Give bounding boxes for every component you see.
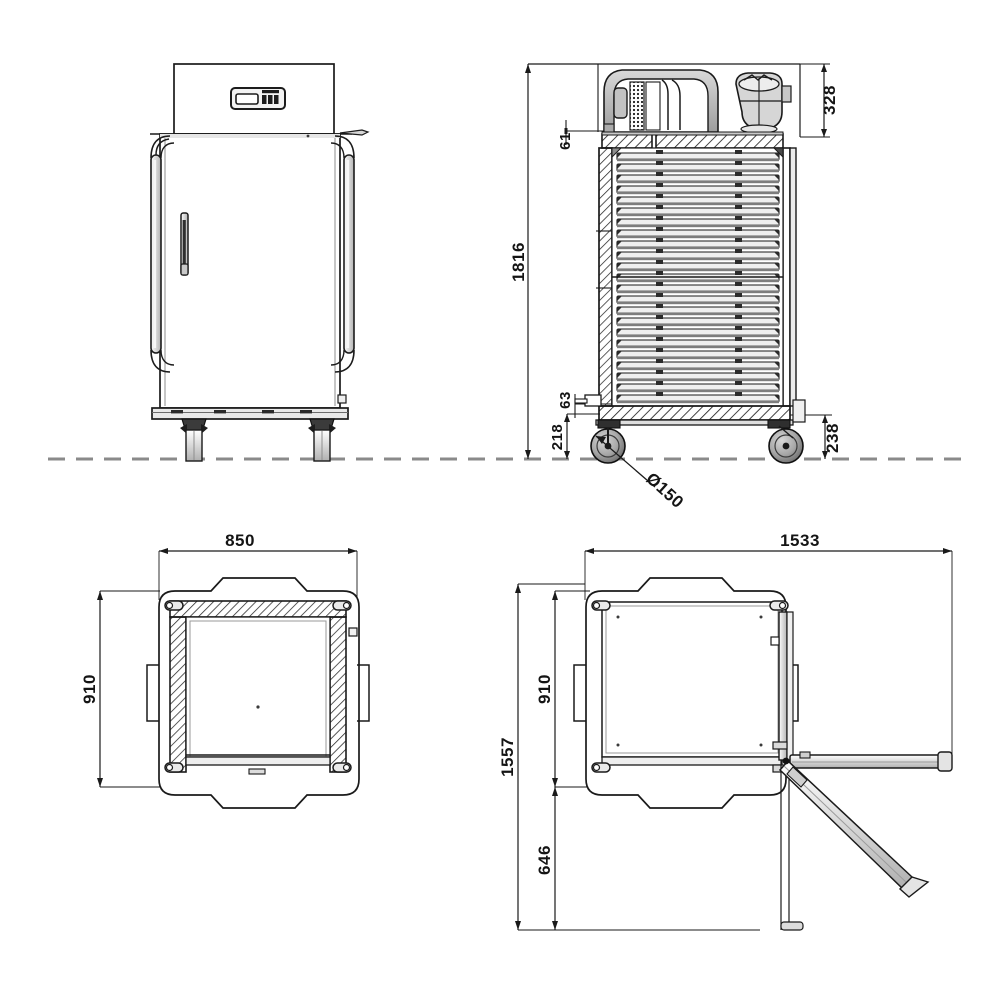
dim-label-646: 646	[535, 845, 554, 875]
door-open-90	[789, 751, 953, 772]
shelf-rail	[616, 293, 780, 305]
shelf-rail	[616, 161, 780, 173]
dim-1533: 1533	[584, 531, 953, 760]
plan2-corner-bumpers	[591, 600, 789, 773]
plan-door-seal	[185, 756, 331, 766]
shelf-rail	[616, 249, 780, 261]
grille-mesh	[629, 81, 645, 131]
caster-front-right	[308, 418, 336, 462]
bumper-rail-right	[330, 129, 370, 373]
front-cabinet-body	[159, 133, 341, 409]
ceiling-insulation-slab	[601, 131, 784, 149]
shelf-rail	[616, 260, 780, 272]
shelf-rail	[616, 348, 780, 360]
shelf-rail	[616, 216, 780, 228]
blower-assembly	[603, 69, 719, 134]
side-section-view: 1816 61 63 218	[509, 63, 842, 512]
panel-indicator-bar	[262, 90, 279, 94]
fan-motor	[613, 87, 628, 119]
shelf-rail	[616, 150, 780, 162]
dim-label-61: 61	[557, 132, 574, 150]
dim-label-1816: 1816	[509, 242, 528, 282]
dim-label-218: 218	[549, 424, 566, 451]
dim-910-left: 910	[80, 590, 160, 788]
dim-61: 61	[557, 120, 612, 150]
shelf-rail	[616, 304, 780, 316]
door-panel	[782, 147, 791, 407]
dim-238: 238	[790, 414, 842, 459]
shelf-rail	[616, 326, 780, 338]
panel-button[interactable]	[274, 95, 279, 104]
front-base-frame	[151, 394, 349, 420]
shelf-rail	[616, 172, 780, 184]
shelf-rail	[616, 359, 780, 371]
shelf-rail	[616, 282, 780, 294]
dim-label-63: 63	[557, 391, 574, 409]
shelf-rail	[616, 315, 780, 327]
plan-latch	[348, 627, 358, 637]
dim-label-910-right: 910	[535, 674, 554, 704]
plan2-inner-body	[601, 601, 783, 766]
front-elevation-view	[150, 63, 370, 462]
shelf-rail	[616, 227, 780, 239]
dim-label-850: 850	[225, 531, 255, 550]
dim-1557: 1557	[498, 583, 760, 931]
dim-218: 218	[549, 413, 600, 459]
dim-label-238: 238	[823, 423, 842, 453]
shelf-rail	[616, 337, 780, 349]
shelf-rail	[616, 370, 780, 382]
shelf-rail	[616, 381, 780, 393]
dim-label-1557: 1557	[498, 737, 517, 777]
side-base-rail	[595, 399, 806, 426]
panel-button[interactable]	[268, 95, 273, 104]
shelf-rail	[616, 194, 780, 206]
control-panel[interactable]	[230, 87, 286, 110]
shelf-rail	[616, 183, 780, 195]
shelf-rail	[616, 392, 780, 404]
shelf-rail	[616, 205, 780, 217]
dim-910-right: 910	[535, 590, 590, 788]
dim-label-910-left: 910	[80, 674, 99, 704]
front-top-compartment	[173, 63, 335, 135]
door-hinge-stile	[770, 611, 804, 931]
shelf-rail	[616, 238, 780, 250]
shelf-rail-stack	[612, 150, 783, 404]
door-handle-open-90	[937, 751, 953, 772]
plan-insulation-walls	[169, 600, 347, 773]
door-open-45	[778, 757, 930, 898]
panel-button[interactable]	[262, 95, 267, 104]
top-plan-section-view: 850 910	[80, 531, 370, 809]
hinge-pivot-point	[782, 757, 790, 765]
caster-front-left	[180, 418, 208, 462]
caster-side-right	[767, 419, 804, 464]
dim-850: 850	[158, 531, 358, 600]
plan-corner-bumpers	[164, 600, 358, 775]
center-mark	[256, 705, 260, 709]
left-wall-insulation	[598, 147, 613, 407]
bumper-rail-left	[150, 135, 175, 373]
motor-assembly	[735, 72, 792, 134]
dim-646: 646	[535, 787, 558, 930]
door-handle[interactable]	[180, 212, 189, 276]
door-handle-open-45	[898, 876, 930, 898]
floor-insulation	[598, 405, 791, 421]
dim-label-1533: 1533	[780, 531, 820, 550]
dim-label-328: 328	[820, 85, 839, 115]
top-plan-door-swing-view: 1533 1557 910 646	[498, 531, 953, 931]
display-screen	[235, 93, 259, 105]
